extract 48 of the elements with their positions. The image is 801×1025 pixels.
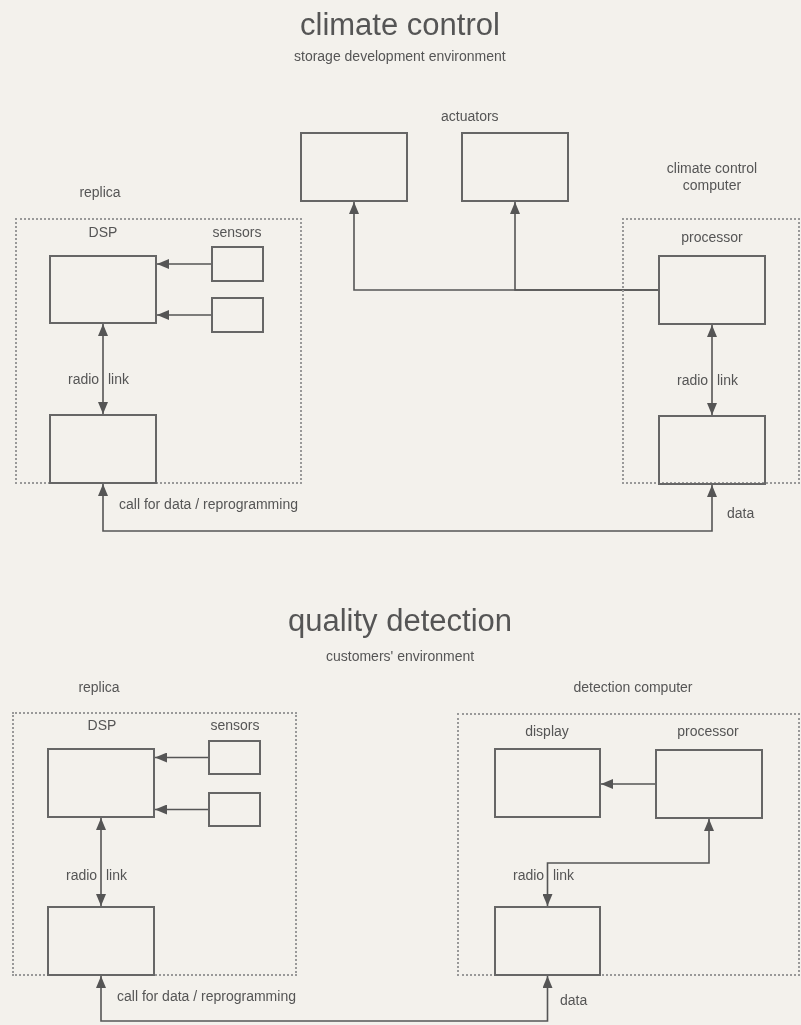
- arrow: [510, 201, 659, 291]
- box-label: sensors: [211, 224, 263, 241]
- group-label: detection computer: [572, 679, 694, 696]
- arrow: [98, 323, 108, 415]
- group-label: climate control computer: [665, 160, 759, 194]
- process-box: [208, 792, 261, 827]
- text-label: link: [108, 371, 129, 388]
- process-box: [658, 415, 766, 485]
- box-label: processor: [676, 723, 740, 740]
- process-box: [300, 132, 408, 202]
- text-label: actuators: [441, 108, 499, 125]
- edge-label: call for data / reprogramming: [115, 988, 298, 1005]
- process-box: [494, 906, 601, 976]
- box-label: display: [524, 723, 570, 740]
- text-label: radio: [677, 372, 709, 389]
- box-label: processor: [680, 229, 744, 246]
- text-label: radio: [66, 867, 98, 884]
- text-label: data: [727, 505, 755, 522]
- process-box: [461, 132, 569, 202]
- text-label: customers' environment: [326, 648, 475, 665]
- text-label: data: [560, 992, 588, 1009]
- process-box: [47, 906, 155, 976]
- text-label: link: [717, 372, 738, 389]
- arrow: [154, 752, 209, 763]
- section-heading: climate control: [300, 8, 500, 42]
- process-box: [211, 297, 264, 333]
- text-label: link: [553, 867, 574, 884]
- arrow: [96, 817, 106, 907]
- text-label: radio: [513, 867, 545, 884]
- arrow: [156, 310, 212, 320]
- text-label: storage development environment: [294, 48, 506, 65]
- arrow: [98, 483, 717, 532]
- arrow: [154, 804, 209, 815]
- group-label: replica: [77, 679, 121, 696]
- box-label: sensors: [209, 717, 261, 734]
- process-box: [49, 414, 157, 484]
- arrow: [707, 324, 717, 416]
- text-label: radio: [68, 371, 100, 388]
- box-label: DSP: [86, 717, 118, 734]
- section-heading: quality detection: [288, 604, 513, 638]
- text-label: link: [106, 867, 127, 884]
- edge-label: call for data / reprogramming: [117, 496, 300, 513]
- group-label: replica: [78, 184, 122, 201]
- arrow: [96, 975, 553, 1022]
- arrow: [156, 259, 212, 269]
- arrow: [600, 779, 656, 789]
- box-label: DSP: [87, 224, 119, 241]
- arrow: [542, 818, 714, 907]
